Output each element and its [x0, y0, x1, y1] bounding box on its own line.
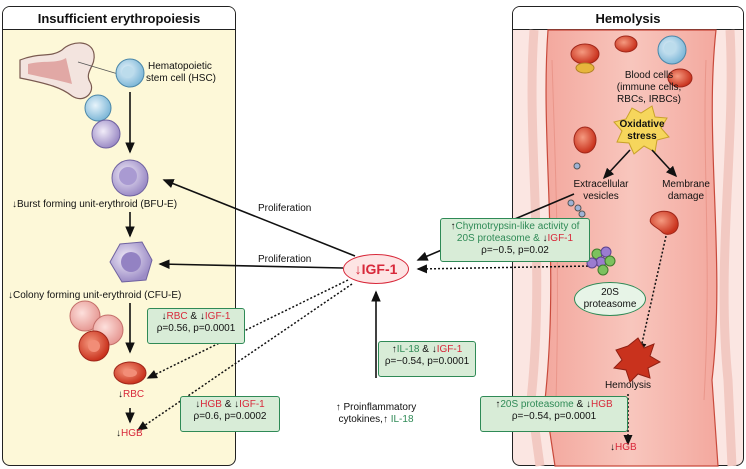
rbc-box-b: IGF-1: [204, 311, 231, 322]
down-arrow: ↓: [8, 290, 13, 301]
blood-cells-label-1: Blood cells: [624, 70, 674, 81]
down-arrow: ↓: [585, 399, 591, 410]
right-hgb-label: ↓HGB: [610, 442, 637, 454]
vesicles-label-2: vesicles: [583, 191, 619, 202]
proteasome-text-1: 20S: [601, 287, 619, 298]
rbc-box-a: RBC: [166, 311, 188, 322]
up-arrow: ↑: [391, 344, 397, 355]
igf-1-text: IGF-1: [361, 261, 398, 277]
down-arrow: ↓: [161, 311, 167, 322]
il18-box-b: IGF-1: [436, 344, 463, 355]
hgb-igf-correlation-box: ↓HGB & ↓IGF-1 ρ=0.6, p=0.0002: [180, 396, 280, 432]
hgb-label: ↓HGB: [116, 428, 143, 440]
hsc-label-line1: Hematopoietic: [148, 61, 212, 72]
progenitor-cell-blue: [84, 94, 112, 122]
prot-box-line1: ↑20S proteasome & ↓HGB: [485, 399, 623, 411]
down-arrow: ↓: [431, 344, 437, 355]
chymo-box-line2: 20S proteasome & ↓IGF-1: [445, 233, 585, 245]
proliferation-label-2: Proliferation: [258, 254, 312, 265]
hemolysis-label: Hemolysis: [604, 380, 652, 391]
hgb-box-a: HGB: [200, 399, 222, 410]
oxidative-stress-label-1: Oxidative: [619, 119, 665, 130]
cytokines-text-2: cytokines,: [338, 414, 383, 425]
cytokines-text-1: Proinflammatory: [343, 402, 417, 413]
cytokines-label-line1: ↑ Proinflammatory: [330, 402, 422, 414]
il18-box-line1: ↑IL-18 & ↓IGF-1: [383, 344, 471, 356]
il18-box-stats: ρ=−0.54, p=0.0001: [384, 356, 470, 367]
reticulocyte-cluster: [69, 300, 124, 362]
oxidative-stress-burst: [613, 105, 670, 155]
il18-igf-correlation-box: ↑IL-18 & ↓IGF-1 ρ=−0.54, p=0.0001: [378, 341, 476, 377]
rbc-text: RBC: [123, 389, 145, 400]
il-18-text: IL-18: [390, 414, 414, 425]
stressed-rbc: [573, 126, 597, 154]
blood-cells-cluster: [570, 35, 693, 88]
rbc-igf-correlation-box: ↓RBC & ↓IGF-1 ρ=0.56, p=0.0001: [147, 308, 245, 344]
oxidative-stress-label-2: stress: [627, 131, 657, 142]
left-panel-title: Insufficient erythropoiesis: [3, 7, 235, 30]
proteasome-text-2: proteasome: [583, 299, 637, 310]
down-arrow: ↓: [118, 389, 123, 400]
hgb-box-stats: ρ=0.6, p=0.0002: [193, 411, 267, 422]
hsc-label-line2: stem cell (HSC): [146, 73, 217, 84]
proteasome-hgb-correlation-box: ↑20S proteasome & ↓HGB ρ=−0.54, p=0.0001: [480, 396, 628, 432]
up-arrow: ↑: [495, 399, 501, 410]
ampersand: &: [419, 344, 432, 355]
cfu-e-text: Colony forming unit-erythroid (CFU-E): [13, 290, 182, 301]
membrane-damage-label-1: Membrane: [662, 179, 710, 190]
down-arrow: ↓: [610, 442, 615, 453]
up-arrow: ↑: [450, 221, 456, 232]
bfu-e-text: Burst forming unit-erythroid (BFU-E): [17, 199, 178, 210]
up-arrow: ↑: [382, 414, 388, 425]
chymo-box-text: Chymotrypsin-like activity of: [455, 221, 580, 232]
down-arrow: ↓: [354, 261, 362, 277]
membrane-damage-label-2: damage: [667, 191, 705, 202]
chymo-box-line1: ↑Chymotrypsin-like activity of: [445, 221, 585, 233]
down-arrow: ↓: [195, 399, 201, 410]
hgb-box-line1: ↓HGB & ↓IGF-1: [185, 399, 275, 411]
hemolysis-splat: [612, 337, 662, 383]
blood-cells-label-3: RBCs, IRBCs): [617, 94, 681, 105]
bone-marrow-illustration: [19, 42, 119, 100]
down-arrow: ↓: [116, 428, 121, 439]
rbc-label: ↓RBC: [118, 389, 144, 401]
bfu-e-label: ↓Burst forming unit-erythroid (BFU-E): [12, 199, 177, 211]
rbc-box-line1: ↓RBC & ↓IGF-1: [152, 311, 240, 323]
proliferation-label-1: Proliferation: [258, 203, 312, 214]
cfu-e-label: ↓Colony forming unit-erythroid (CFU-E): [8, 290, 181, 302]
chymotrypsin-igf-correlation-box: ↑Chymotrypsin-like activity of 20S prote…: [440, 218, 590, 262]
down-arrow: ↓: [12, 199, 17, 210]
ampersand: &: [221, 399, 235, 410]
down-arrow: ↓: [199, 311, 205, 322]
damaged-rbc: [649, 210, 679, 235]
progenitor-cell-purple: [91, 119, 121, 149]
hgb-box-b: IGF-1: [239, 399, 265, 410]
ampersand: &: [187, 311, 200, 322]
prot-box-a: 20S proteasome: [500, 399, 574, 410]
chymo-box-stats: ρ=−0.5, p=0.02: [481, 245, 549, 256]
il18-box-a: IL-18: [396, 344, 420, 355]
prot-box-b: HGB: [590, 399, 613, 410]
down-arrow: ↓: [234, 399, 240, 410]
right-hgb-text: HGB: [615, 442, 637, 453]
up-arrow: ↑: [335, 402, 341, 413]
chymo-box-igf: IGF-1: [547, 233, 574, 244]
blood-cells-label-2: (immune cells,: [616, 82, 682, 93]
down-arrow: ↓: [542, 233, 548, 244]
hgb-text: HGB: [121, 428, 143, 439]
igf-1-node: ↓IGF-1: [343, 254, 409, 284]
vesicles-label-1: Extracellular: [573, 179, 629, 190]
prot-box-stats: ρ=−0.54, p=0.0001: [511, 411, 597, 422]
cytokines-label-line2: cytokines,↑ IL-18: [330, 414, 422, 426]
chymo-box-text-2: 20S proteasome &: [456, 233, 543, 244]
ampersand: &: [573, 399, 586, 410]
rbc-box-stats: ρ=0.56, p=0.0001: [156, 323, 236, 334]
